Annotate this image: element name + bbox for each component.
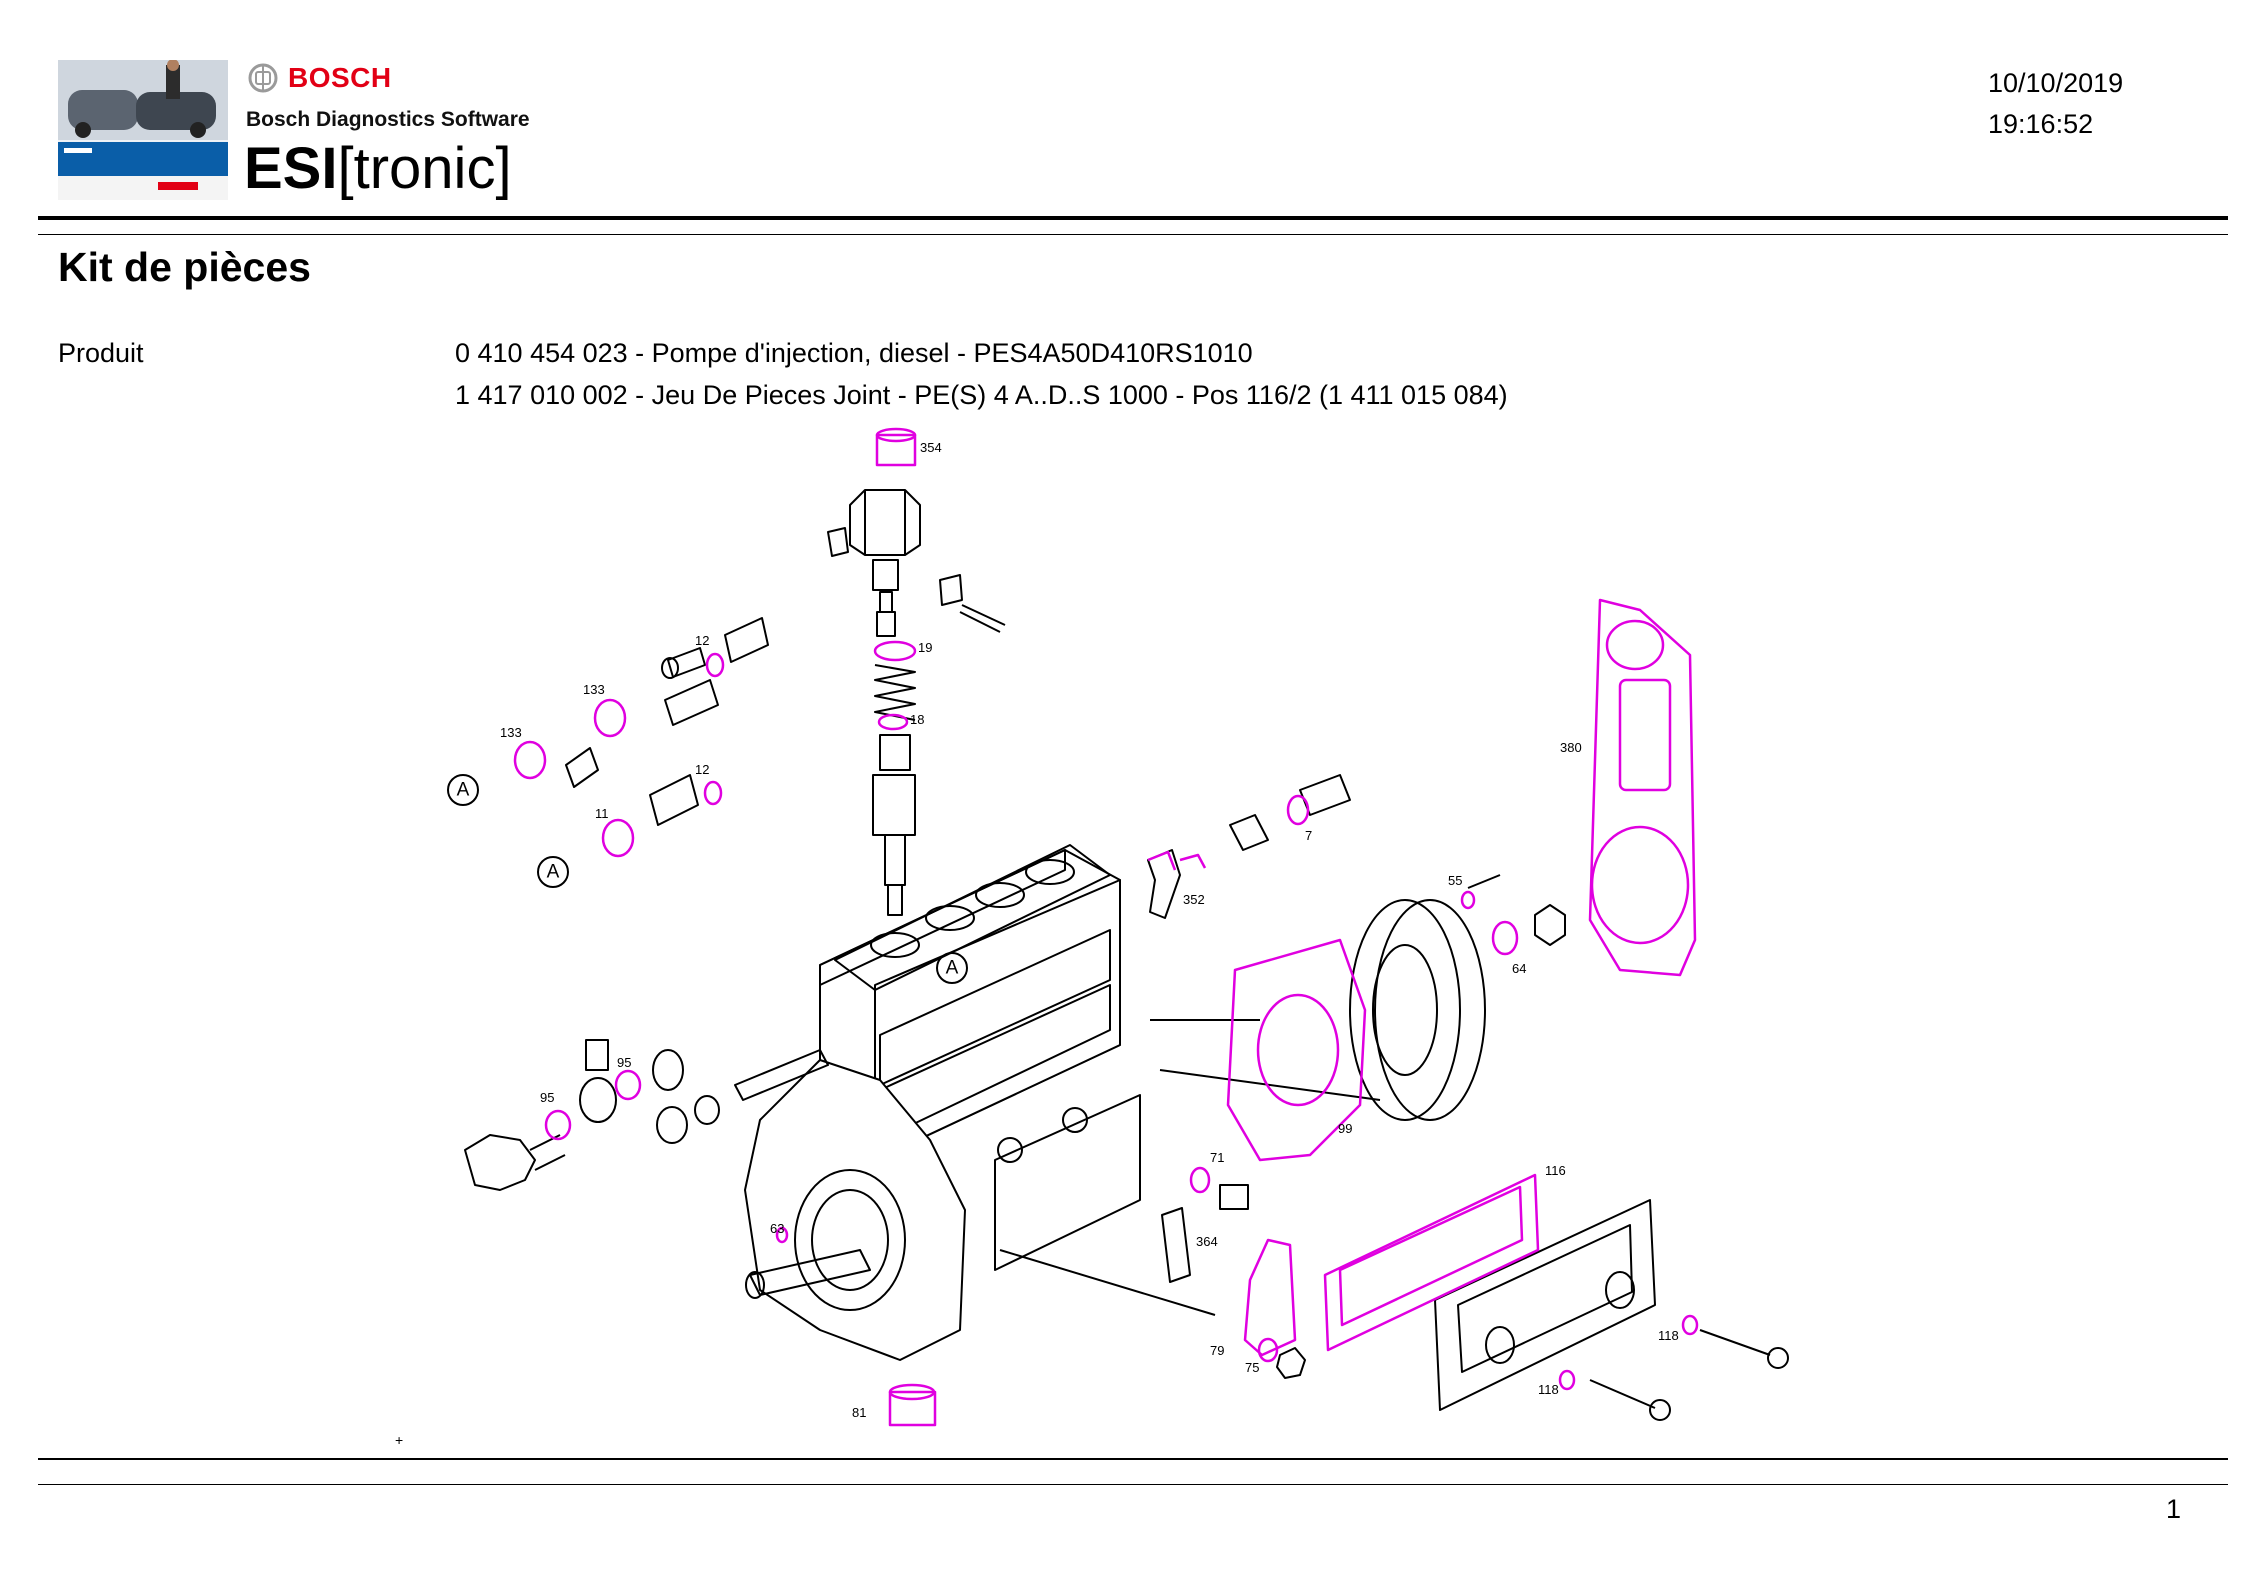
produit-line-pump: 0 410 454 023 - Pompe d'injection, diese…: [455, 338, 1253, 368]
callout-64: 64: [1512, 961, 1526, 976]
header-rule-thin: [38, 234, 2228, 235]
callout-12: 12: [695, 633, 709, 648]
print-time: 19:16:52: [1988, 109, 2094, 139]
produit-label: Produit: [58, 338, 144, 368]
callout-99: 99: [1338, 1121, 1352, 1136]
callout-63: 63: [770, 1221, 784, 1236]
callout-11: 11: [595, 806, 609, 821]
callout-18: 18: [910, 712, 924, 727]
callout-133: 133: [583, 682, 605, 697]
callout-364: 364: [1196, 1234, 1218, 1249]
header-rule-thick: [38, 216, 2228, 220]
footer-mark: +: [395, 1432, 404, 1448]
bosch-wordmark: BOSCH: [288, 62, 392, 93]
circled-letter: A: [946, 958, 959, 979]
callout-71: 71: [1210, 1150, 1224, 1165]
callout-95: 95: [617, 1055, 631, 1070]
callout-116: 116: [1545, 1163, 1566, 1178]
callout-55: 55: [1448, 873, 1462, 888]
callout-7: 7: [1305, 828, 1312, 843]
bosch-armature-icon: [248, 63, 278, 93]
footer-rule-bottom: [38, 1484, 2228, 1485]
esitronic-logo: ESI[tronic]: [244, 134, 512, 204]
callout-19: 19: [918, 640, 932, 655]
print-date: 10/10/2019: [1988, 68, 2124, 98]
callout-81: 81: [852, 1405, 866, 1420]
callout-95: 95: [540, 1090, 554, 1105]
circled-letter: A: [547, 862, 560, 883]
logo-esi: ESI: [244, 136, 338, 201]
callout-118: 118: [1658, 1328, 1679, 1343]
software-name: Bosch Diagnostics Software: [246, 108, 530, 131]
callout-354: 354: [920, 440, 942, 455]
callout-75: 75: [1245, 1360, 1259, 1375]
callout-380: 380: [1560, 740, 1582, 755]
page-number: 1: [2166, 1494, 2182, 1524]
bosch-brand: BOSCH: [248, 62, 392, 94]
produit-line-kit: 1 417 010 002 - Jeu De Pieces Joint - PE…: [455, 380, 1508, 410]
page-title: Kit de pièces: [58, 244, 311, 290]
circled-letter: A: [457, 780, 470, 801]
footer-rule-top: [38, 1458, 2228, 1460]
logo-tronic: [tronic]: [337, 136, 512, 201]
callout-352: 352: [1183, 892, 1205, 907]
callout-79: 79: [1210, 1343, 1224, 1358]
callout-12: 12: [695, 762, 709, 777]
callout-118: 118: [1538, 1382, 1559, 1397]
header-photo: [58, 60, 228, 200]
callout-133: 133: [500, 725, 522, 740]
